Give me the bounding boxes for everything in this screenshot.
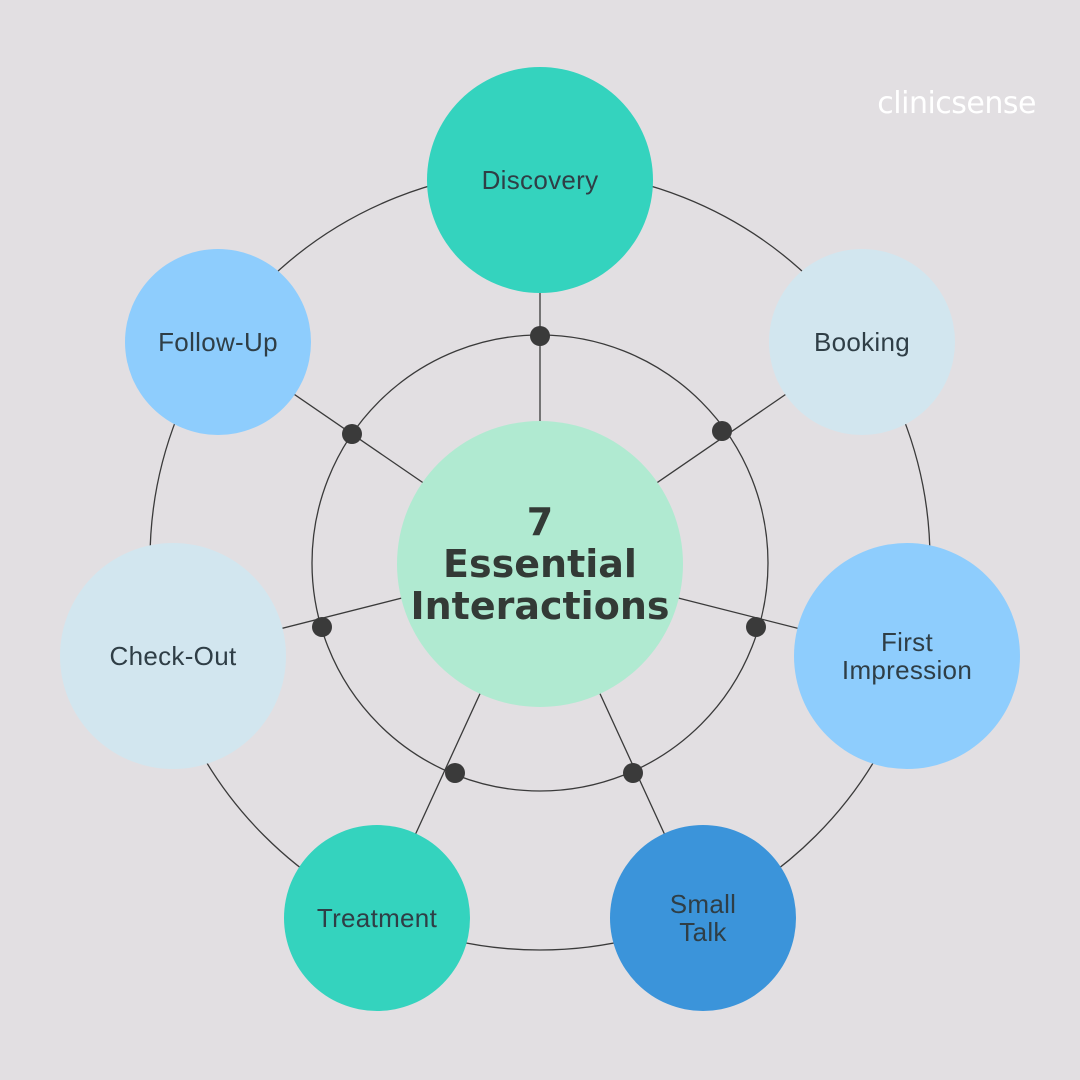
junction-dot-first-impression <box>746 617 766 637</box>
junction-dot-discovery <box>530 326 550 346</box>
node-treatment: Treatment <box>284 825 470 1011</box>
junction-dot-follow-up <box>342 424 362 444</box>
node-label-follow-up: Follow-Up <box>158 327 278 357</box>
node-discovery: Discovery <box>427 67 653 293</box>
junction-dot-booking <box>712 421 732 441</box>
node-follow-up: Follow-Up <box>125 249 311 435</box>
node-booking: Booking <box>769 249 955 435</box>
node-label-first-impression: First Impression <box>841 627 973 685</box>
center-node: 7 Essential Interactions <box>397 421 683 707</box>
junction-dot-small-talk <box>623 763 643 783</box>
node-label-check-out: Check-Out <box>109 641 237 671</box>
node-label-discovery: Discovery <box>481 165 599 195</box>
center-title: 7 Essential Interactions <box>410 500 670 628</box>
junction-dot-treatment <box>445 763 465 783</box>
node-label-small-talk: Small Talk <box>669 889 737 947</box>
junction-dot-check-out <box>312 617 332 637</box>
node-small-talk: Small Talk <box>610 825 796 1011</box>
node-label-booking: Booking <box>813 327 911 357</box>
node-label-treatment: Treatment <box>316 903 438 933</box>
clinicsense-logo: clinicsense <box>877 86 1036 121</box>
node-first-impression: First Impression <box>794 543 1020 769</box>
node-check-out: Check-Out <box>60 543 286 769</box>
